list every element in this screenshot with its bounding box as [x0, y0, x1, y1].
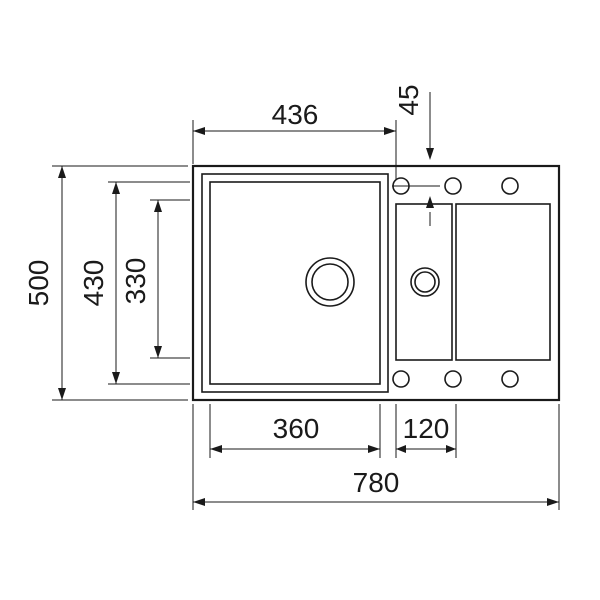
dimension-330: 330: [120, 199, 190, 359]
sink-outline: [191, 164, 561, 402]
dimension-436: 436: [192, 99, 397, 180]
dimension-330-label: 330: [120, 258, 151, 305]
dimension-780: 780: [192, 404, 560, 510]
dimension-120-label: 120: [403, 413, 450, 444]
main-bowl-inner: [209, 181, 381, 385]
dimension-120: 120: [395, 404, 457, 458]
tap-hole: [501, 177, 519, 195]
tap-holes-bottom: [392, 370, 519, 388]
main-drain: [305, 257, 355, 307]
tap-hole: [392, 370, 410, 388]
tap-hole: [444, 177, 462, 195]
main-bowl-outer: [201, 173, 389, 393]
dimension-780-label: 780: [353, 467, 400, 498]
dimension-430: 430: [78, 181, 190, 385]
prep-bowl: [395, 203, 453, 361]
drainer-area: [455, 203, 551, 361]
dimension-500-label: 500: [23, 260, 54, 307]
dimension-360: 360: [209, 404, 381, 458]
sink-outer-edge: [191, 164, 561, 402]
dimension-430-label: 430: [78, 260, 109, 307]
dimension-436-label: 436: [272, 99, 319, 130]
dimension-45: 45: [392, 84, 440, 226]
dimension-360-label: 360: [273, 413, 320, 444]
prep-drain: [410, 267, 440, 297]
tap-hole: [444, 370, 462, 388]
tap-hole: [501, 370, 519, 388]
dimension-500: 500: [23, 165, 188, 401]
dimension-45-label: 45: [393, 84, 424, 115]
